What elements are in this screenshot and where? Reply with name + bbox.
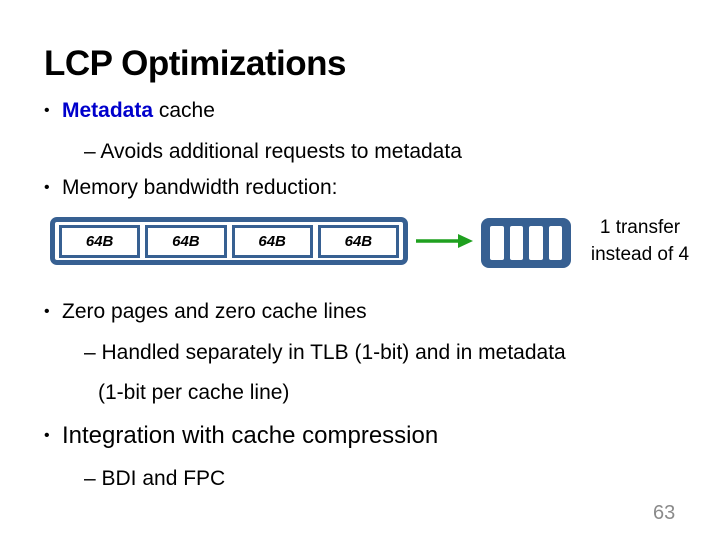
- bullet-text: Memory bandwidth reduction:: [62, 176, 338, 199]
- bullet-text: Metadata cache: [62, 98, 215, 124]
- sub-bullet-1bit-per-line: (1-bit per cache line): [98, 381, 290, 404]
- bullet-text: Integration with cache compression: [62, 422, 439, 449]
- bullet-marker: •: [44, 179, 50, 196]
- bullet-marker: •: [44, 303, 50, 320]
- uncompressed-cache-lines-box: 64B 64B 64B 64B: [50, 217, 408, 265]
- metadata-highlight: Metadata: [62, 99, 154, 122]
- page-number: 63: [653, 502, 676, 524]
- compressed-slot: [509, 226, 523, 260]
- compressed-slot: [548, 226, 562, 260]
- bullet-marker: •: [44, 427, 50, 444]
- sub-bullet-handled-separately: – Handled separately in TLB (1-bit) and …: [84, 341, 566, 364]
- cache-line-64b: 64B: [59, 224, 141, 258]
- cache-line-64b: 64B: [145, 224, 227, 258]
- page-title: LCP Optimizations: [44, 44, 347, 83]
- arrow-right-icon: [416, 234, 473, 248]
- cache-line-64b: 64B: [317, 224, 399, 258]
- sub-bullet-bdi-fpc: – BDI and FPC: [84, 467, 226, 490]
- metadata-rest: cache: [153, 99, 215, 122]
- caption-line-2: instead of 4: [590, 244, 690, 265]
- bullet-memory-bandwidth: • Memory bandwidth reduction:: [44, 175, 337, 201]
- compressed-transfer-box: [481, 218, 571, 268]
- bullet-metadata-cache: • Metadata cache: [44, 98, 215, 124]
- caption-line-1: 1 transfer: [599, 217, 681, 238]
- bullet-integration: • Integration with cache compression: [44, 421, 438, 451]
- bullet-text: Zero pages and zero cache lines: [62, 300, 367, 323]
- compressed-slot: [490, 226, 504, 260]
- cache-line-64b: 64B: [231, 224, 313, 258]
- sub-bullet-avoids-requests: – Avoids additional requests to metadata: [84, 140, 462, 163]
- bullet-zero-pages: • Zero pages and zero cache lines: [44, 299, 367, 325]
- bullet-marker: •: [44, 102, 50, 119]
- compressed-slot: [529, 226, 543, 260]
- transfer-caption: 1 transfer instead of 4: [574, 214, 706, 268]
